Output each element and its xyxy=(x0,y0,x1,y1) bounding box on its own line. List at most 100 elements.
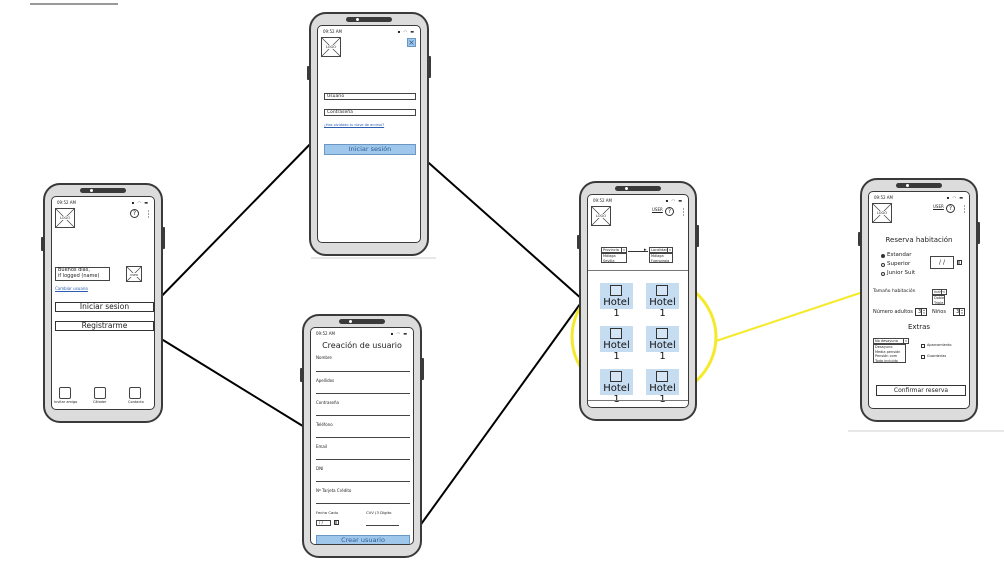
calendar-icon[interactable] xyxy=(94,387,106,399)
link-register-to-signup xyxy=(149,331,307,429)
arrow-head-icon: ▸ xyxy=(644,247,647,253)
contact-icon[interactable] xyxy=(129,387,141,399)
meal-plan-option[interactable]: Desayuno xyxy=(875,345,893,349)
invite-friend-icon[interactable] xyxy=(59,387,71,399)
room-type-radio[interactable] xyxy=(881,263,885,267)
room-size-options[interactable]: Doble Triple xyxy=(932,295,945,305)
room-type-radio[interactable] xyxy=(881,254,885,258)
province-to-locality-arrow xyxy=(628,251,648,252)
booking-phone: 09:52 AM ▪ ◠ ▬ LOGO USER ? ··· Reserva h… xyxy=(858,178,980,422)
forgot-password-link[interactable]: ¿Has olvidado tu clave de acceso? xyxy=(324,123,385,127)
booking-title: Reserva habitación xyxy=(885,236,953,244)
user-avatar[interactable]: USER xyxy=(126,266,142,282)
status-time: 09:52 AM xyxy=(316,331,335,336)
status-icons: ▪ ◠ ▬ xyxy=(131,200,149,205)
hotel-tile[interactable]: Hotel 1 xyxy=(600,283,633,319)
room-size-option[interactable]: Doble xyxy=(934,296,945,300)
divider xyxy=(588,400,688,401)
expiry-label: Fecha Cadu xyxy=(316,510,339,515)
register-button[interactable]: Registrarme xyxy=(55,321,154,331)
locality-option[interactable]: Málaga xyxy=(651,254,664,258)
cvv-input[interactable] xyxy=(366,525,399,526)
create-user-button[interactable]: Crear usuario xyxy=(316,535,410,544)
province-select[interactable]: Provincia▾ xyxy=(601,247,627,253)
room-size-option[interactable]: Triple xyxy=(934,300,944,305)
phone-label: Teléfono xyxy=(316,422,333,427)
province-option[interactable]: Málaga xyxy=(603,254,616,258)
locality-option[interactable]: Fuengirola xyxy=(651,258,670,263)
confirm-booking-button[interactable]: Confirmar reserva xyxy=(876,385,966,396)
cvv-label: CVV (3 Dígito xyxy=(366,510,392,515)
province-option[interactable]: Sevilla xyxy=(603,258,615,263)
parking-checkbox[interactable] xyxy=(921,344,925,348)
locality-select[interactable]: Localidad▾ xyxy=(649,247,673,253)
login-button[interactable]: Iniciar sesion xyxy=(55,302,154,312)
phone-notch xyxy=(339,319,385,324)
name-input[interactable] xyxy=(316,371,410,372)
logo-placeholder: LOGO xyxy=(591,206,611,226)
user-link[interactable]: USER xyxy=(933,204,944,209)
hotel-tile[interactable]: Hotel 1 xyxy=(600,369,633,405)
card-number-input[interactable] xyxy=(316,503,410,504)
password-label: Contraseña xyxy=(316,400,339,405)
home-screen: 09:52 AM ▪ ◠ ▬ LOGO ? ··· Buenos días, i… xyxy=(51,196,155,410)
meal-plan-options[interactable]: Desayuno Media pensión Pensión com Todo … xyxy=(873,344,906,363)
logo-placeholder: LOGO xyxy=(321,37,341,57)
menu-icon[interactable]: ··· xyxy=(682,205,685,220)
phone-input[interactable] xyxy=(316,437,410,438)
phone-notch xyxy=(80,188,126,193)
daycare-checkbox[interactable] xyxy=(921,355,925,359)
menu-icon[interactable]: ··· xyxy=(147,207,150,222)
room-type-radio[interactable] xyxy=(881,272,885,276)
card-number-label: Nº Tarjeta Crédito xyxy=(316,488,352,493)
home-phone: 09:52 AM ▪ ◠ ▬ LOGO ? ··· Buenos días, i… xyxy=(41,183,165,423)
surname-input[interactable] xyxy=(316,393,410,394)
email-label: Email xyxy=(316,444,328,449)
help-icon[interactable]: ? xyxy=(130,209,139,218)
logo-placeholder: LOGO xyxy=(55,208,75,228)
room-type-label: Superior xyxy=(887,261,911,267)
dni-input[interactable] xyxy=(316,481,410,482)
calendar-icon[interactable] xyxy=(957,260,962,265)
login-phone: 09:52 AM ▪ ◠ ▬ LOGO × Usuario Contraseña… xyxy=(307,12,431,256)
help-icon[interactable]: ? xyxy=(946,204,955,213)
calendar-label: Cíkbder xyxy=(93,400,107,404)
room-type-label: Estandar xyxy=(887,252,912,258)
hotel-tile[interactable]: Hotel 1 xyxy=(646,369,679,405)
booking-date-field[interactable]: / / xyxy=(930,256,954,269)
dni-label: DNI xyxy=(316,466,324,471)
link-hotels-to-booking xyxy=(715,288,873,342)
hotel-image-icon xyxy=(610,328,622,339)
close-icon[interactable]: × xyxy=(407,38,416,47)
username-field[interactable]: Usuario xyxy=(324,93,416,100)
meal-plan-option[interactable]: Media pensión xyxy=(875,349,901,354)
menu-icon[interactable]: ··· xyxy=(963,202,966,217)
hotels-screen: 09:52 AM ▪ ◠ ▬ LOGO USER ? ··· Provincia… xyxy=(587,194,689,408)
expiry-date-field[interactable]: / / xyxy=(316,520,331,526)
email-input[interactable] xyxy=(316,459,410,460)
meal-plan-select[interactable]: No desayuno▾ xyxy=(873,338,909,344)
help-icon[interactable]: ? xyxy=(665,207,674,216)
meal-plan-option[interactable]: Pensión com xyxy=(875,354,898,358)
province-options[interactable]: Málaga Sevilla xyxy=(601,253,627,263)
status-icons: ▪ ◠ ▬ xyxy=(665,198,683,203)
password-field[interactable]: Contraseña xyxy=(324,109,416,116)
login-screen: 09:52 AM ▪ ◠ ▬ LOGO × Usuario Contraseña… xyxy=(317,25,421,243)
status-time: 09:52 AM xyxy=(593,198,612,203)
link-login-to-hotels xyxy=(411,147,584,301)
hotel-tile[interactable]: Hotel 1 xyxy=(646,326,679,362)
change-user-link[interactable]: Cambiar usuario xyxy=(55,286,88,291)
room-size-select[interactable]: Indiv▾ xyxy=(932,289,947,295)
password-input[interactable] xyxy=(316,415,410,416)
user-link[interactable]: USER xyxy=(652,207,663,212)
login-submit-button[interactable]: Iniciar sesión xyxy=(324,144,416,155)
meal-plan-option[interactable]: Todo incluido xyxy=(875,358,898,363)
hotel-tile[interactable]: Hotel 1 xyxy=(646,283,679,319)
link-login-to-form xyxy=(149,135,319,309)
calendar-icon[interactable] xyxy=(334,520,339,525)
divider xyxy=(588,270,688,271)
children-stepper[interactable]: 3▴▾ xyxy=(953,308,965,316)
adults-stepper[interactable]: 3▴▾ xyxy=(915,308,927,316)
hotel-tile[interactable]: Hotel 1 xyxy=(600,326,633,362)
locality-options[interactable]: Málaga Fuengirola xyxy=(649,253,673,263)
